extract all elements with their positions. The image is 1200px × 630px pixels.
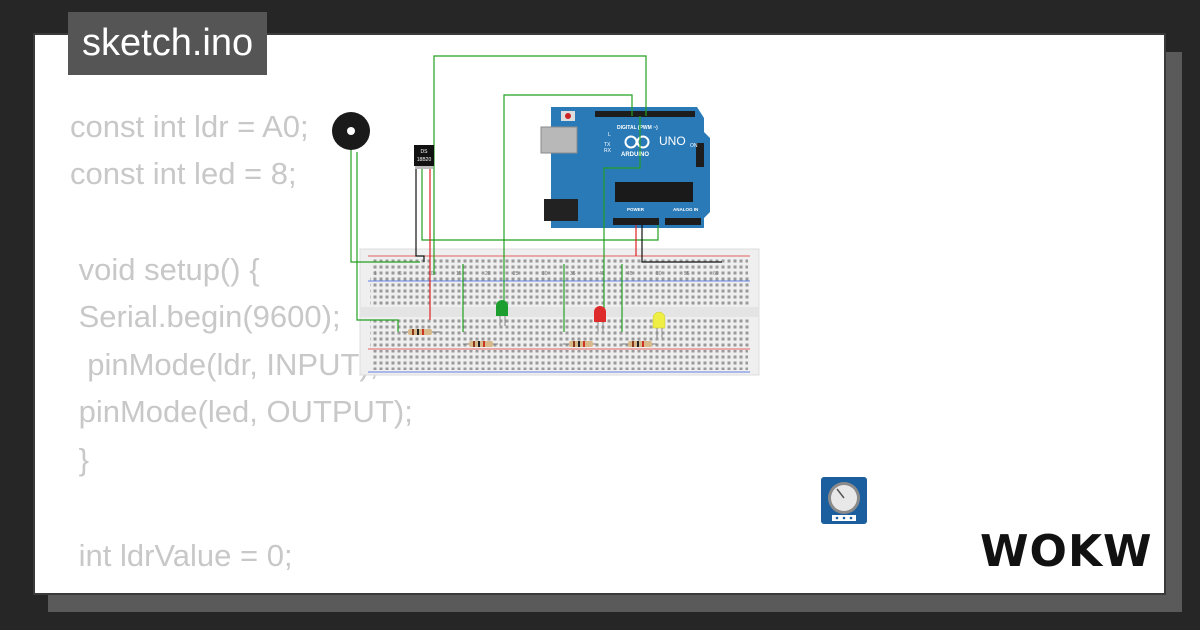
led-red-body [594, 306, 606, 322]
wire-green [350, 148, 420, 263]
code-editor: const int ldr = A0; const int led = 8; v… [35, 35, 735, 593]
sensor-pins [415, 166, 433, 169]
wire-green [603, 116, 641, 320]
board-l-label: L [608, 132, 611, 138]
code-line: pinMode(led, OUTPUT); [70, 394, 413, 429]
code-line: Serial.begin(9600); [70, 299, 341, 334]
resistor-band [417, 329, 419, 335]
center-channel [360, 307, 759, 317]
led-green[interactable] [496, 300, 508, 326]
potentiometer-indicator [836, 488, 845, 499]
breadboard[interactable]: 1 5 10 15 20 25 30 35 40 45 50 55 60 [359, 248, 760, 376]
potentiometer-pin [842, 516, 846, 520]
board-analog-label: ANALOG IN [673, 207, 698, 212]
code-line: const int ldr = A0; [70, 109, 309, 144]
resistor-band [583, 341, 585, 347]
digital-header [595, 111, 695, 117]
board-brand-label: ARDUINO [621, 152, 649, 158]
breadboard-number: 55 [684, 271, 690, 277]
breadboard-number: 1 [374, 271, 377, 277]
resistor[interactable] [563, 341, 598, 347]
power-jack [544, 199, 578, 221]
code-line: const int led = 8; [70, 156, 297, 191]
resistor[interactable] [463, 341, 498, 347]
code-line: } [70, 442, 89, 477]
board-on-label: ON [690, 143, 698, 149]
resistor[interactable] [622, 341, 657, 347]
breadboard-number: 15 [456, 271, 462, 277]
board-digital-label: DIGITAL (PWM ~) [617, 125, 658, 131]
ds18b20-sensor[interactable]: DS 18B20 [414, 145, 434, 169]
sensor-label: DS [421, 149, 429, 155]
power-header [613, 218, 659, 225]
resistors [402, 329, 657, 347]
wire-black [415, 168, 425, 262]
resistor-body [628, 341, 652, 347]
usb-port [540, 126, 578, 154]
board-tx-label: TX [604, 142, 611, 148]
resistor-band [637, 341, 639, 347]
wire-green [503, 94, 633, 305]
potentiometer-pin [849, 516, 853, 520]
breadboard-number: 30 [542, 271, 548, 277]
terminal-holes-bottom [370, 318, 750, 348]
sensor-body [414, 145, 434, 166]
breadboard-number: 5 [399, 271, 402, 277]
arduino-logo-icon [636, 135, 650, 149]
wire-green [421, 168, 659, 241]
wokwi-logo[interactable]: WOKWi [978, 526, 1150, 576]
breadboard-number: 25 [513, 271, 519, 277]
breadboard-number: 35 [570, 271, 576, 277]
sketch-title[interactable]: sketch.ino [68, 12, 268, 75]
icsp-header [696, 143, 704, 167]
resistor-band [473, 341, 475, 347]
buzzer[interactable] [332, 112, 370, 150]
breadboard-number: 10 [428, 271, 434, 277]
breadboard-number: 20 [485, 271, 491, 277]
code-line: void setup() { [70, 252, 260, 287]
resistor-band [632, 341, 634, 347]
terminal-holes-top [370, 276, 750, 306]
wire-green [356, 152, 399, 332]
led-green-body [496, 300, 508, 316]
atmega-chip [615, 182, 693, 202]
resistor-band [412, 329, 414, 335]
board-power-label: POWER [627, 207, 645, 212]
resistor-band [573, 341, 575, 347]
potentiometer[interactable] [820, 476, 870, 526]
resistor-band [478, 341, 480, 347]
led-yellow[interactable] [652, 311, 666, 338]
resistor-band [483, 341, 485, 347]
resistor[interactable] [402, 329, 440, 335]
breadboard-number: 45 [627, 271, 633, 277]
code-line: int ldrValue = 0; [70, 538, 293, 573]
power-rail-holes-bottom [372, 350, 748, 370]
analog-header [665, 218, 701, 225]
wokwi-logo-text: WOKWi [980, 526, 1150, 576]
breadboard-number: 40 [599, 271, 605, 277]
wire-black [641, 225, 722, 263]
sensor-label: 18B20 [417, 157, 432, 163]
board-model-label: UNO [659, 134, 686, 148]
reset-button-cap [565, 113, 571, 119]
resistor-band [422, 329, 424, 335]
resistor-band [642, 341, 644, 347]
potentiometer-pin [835, 516, 839, 520]
board-rx-label: RX [604, 148, 612, 154]
breadboard-number: 60 [713, 271, 719, 277]
resistor-body [408, 329, 432, 335]
resistor-body [569, 341, 593, 347]
led-red[interactable] [594, 306, 606, 332]
led-yellow-body [652, 311, 666, 329]
wires [350, 55, 722, 332]
power-rail-holes-top [372, 258, 748, 278]
breadboard-number: 50 [656, 271, 662, 277]
buzzer-hole [347, 127, 355, 135]
resistor-band [578, 341, 580, 347]
resistor-body [469, 341, 493, 347]
